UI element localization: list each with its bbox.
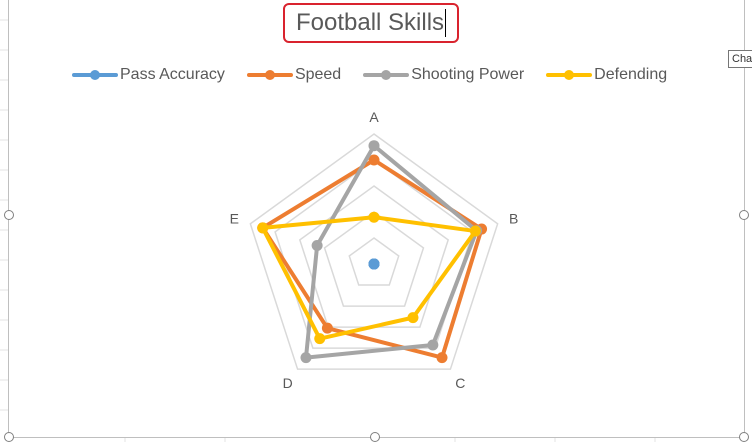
category-label: D [283, 375, 293, 391]
series-line-shooting-power [303, 143, 479, 360]
series-line-defending [260, 215, 478, 341]
data-point [368, 258, 380, 270]
legend-item-pass-accuracy[interactable]: Pass Accuracy [72, 66, 225, 84]
text-cursor [445, 9, 447, 37]
gridline-ring [274, 159, 474, 349]
data-point [314, 333, 326, 345]
legend-label: Defending [594, 66, 668, 83]
data-point [321, 322, 333, 334]
chart-title[interactable]: Football Skills [295, 9, 445, 36]
data-point [368, 211, 380, 223]
gridline-ring [249, 133, 499, 370]
resize-handle-left[interactable] [4, 210, 14, 220]
data-point [300, 352, 312, 364]
category-label: A [369, 109, 379, 125]
chart-title-box[interactable]: Football Skills [283, 3, 459, 43]
legend-item-defending[interactable]: Defending [546, 66, 667, 84]
resize-handle-right[interactable] [739, 210, 749, 220]
resize-handle-bottom-right[interactable] [739, 432, 749, 442]
category-label: C [455, 375, 465, 391]
radar-plot: A B C D E [230, 109, 519, 391]
category-label: E [230, 211, 239, 227]
legend[interactable]: Pass Accuracy Speed Shooting Power Defen… [72, 66, 667, 84]
resize-handle-bottom[interactable] [370, 432, 380, 442]
legend-label: Speed [294, 66, 342, 83]
resize-handle-bottom-left[interactable] [4, 432, 14, 442]
category-label: B [509, 211, 518, 227]
gridline-ring [323, 211, 425, 307]
legend-marker [363, 70, 410, 80]
data-point [407, 312, 419, 324]
legend-marker [546, 70, 593, 80]
legend-marker [72, 70, 118, 80]
data-point [368, 154, 380, 166]
data-point [469, 225, 481, 237]
data-point [436, 352, 448, 364]
legend-marker [246, 70, 293, 80]
data-point [427, 339, 439, 351]
data-point [368, 140, 380, 152]
data-point [311, 240, 323, 252]
legend-item-speed[interactable]: Speed [246, 66, 342, 84]
gridline-ring [348, 237, 400, 286]
legend-item-shooting-power[interactable]: Shooting Power [363, 66, 524, 84]
tooltip: Cha [728, 50, 752, 68]
legend-label: Shooting Power [411, 66, 525, 83]
data-point [257, 222, 269, 234]
legend-label: Pass Accuracy [120, 66, 225, 83]
